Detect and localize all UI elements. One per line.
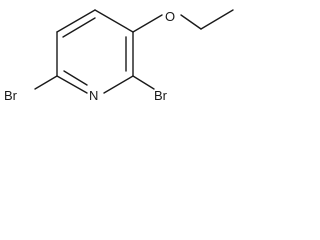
- bond-c4-o: [132, 14, 163, 33]
- chemical-structure-drawing: Br N Br O: [4, 9, 234, 103]
- bond-c5-br-bottom: [132, 75, 155, 90]
- bromine-left-label: Br: [4, 88, 18, 103]
- bond-n-c1-inner: [63, 70, 88, 86]
- bond-ch2-ch3: [200, 9, 234, 30]
- bond-c1-br-left: [34, 75, 58, 90]
- nitrogen-label: N: [89, 88, 98, 103]
- bond-c2-c3-inner: [62, 17, 96, 38]
- structure-canvas: Br N Br O: [0, 0, 237, 116]
- bond-c3-c4: [94, 9, 134, 33]
- bond-c2-c3: [56, 9, 96, 33]
- bond-n-c1: [56, 75, 88, 94]
- bromine-bottom-label: Br: [154, 88, 168, 103]
- bond-o-ch2: [180, 14, 202, 30]
- oxygen-label: O: [165, 9, 175, 24]
- bond-c5-n: [103, 75, 134, 94]
